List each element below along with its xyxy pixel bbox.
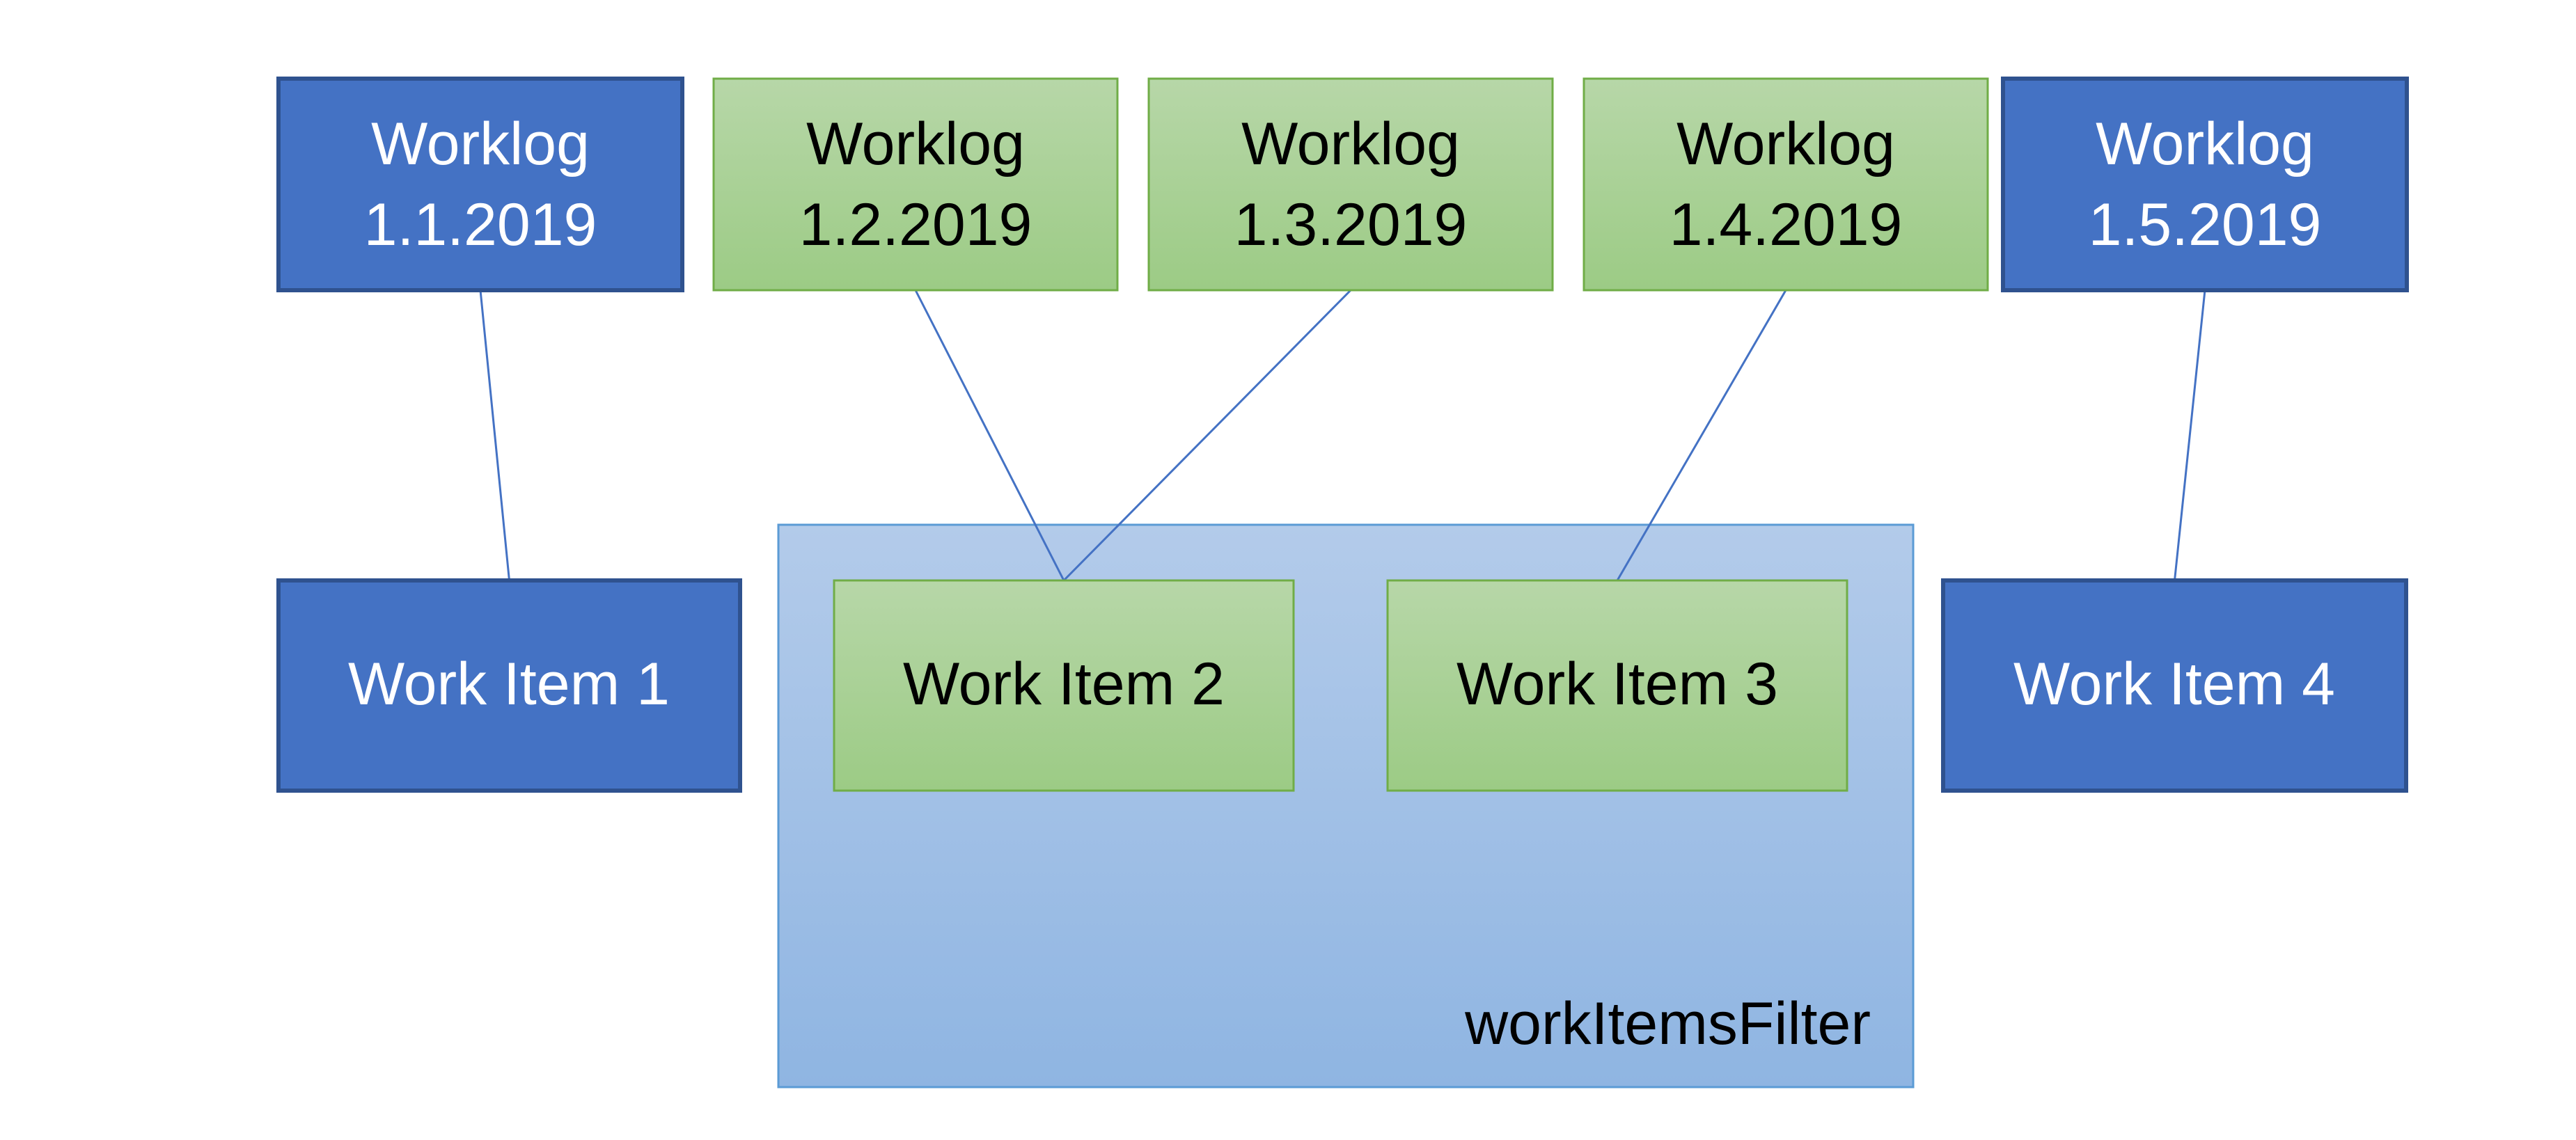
worklog-date: 1.5.2019 xyxy=(2089,191,2322,258)
work-item-label: Work Item 3 xyxy=(1456,651,1778,718)
worklog-date: 1.1.2019 xyxy=(364,191,597,258)
work-item-node: Work Item 1 xyxy=(276,578,742,793)
connector-line xyxy=(1062,289,1352,582)
worklog-date: 1.4.2019 xyxy=(1670,191,1903,258)
worklog-row: Worklog 1.1.2019 Worklog 1.2.2019 Worklo… xyxy=(276,77,2409,292)
work-item-box xyxy=(1941,578,2408,793)
worklog-title: Worklog xyxy=(1676,111,1895,177)
worklog-box xyxy=(1582,77,1989,292)
worklog-box xyxy=(1147,77,1554,292)
worklog-box xyxy=(276,77,684,292)
worklog-title: Worklog xyxy=(371,111,590,177)
work-item-box xyxy=(276,578,742,793)
work-item-label: Work Item 2 xyxy=(903,651,1225,718)
work-items-filter-label: workItemsFilter xyxy=(1464,990,1871,1057)
connector-line xyxy=(2174,290,2206,581)
worklog-title: Worklog xyxy=(2096,111,2314,177)
work-item-node: Work Item 2 xyxy=(833,579,1295,792)
work-item-box xyxy=(1386,579,1848,792)
work-item-row: Work Item 1 Work Item 2 Work Item 3 Work… xyxy=(276,578,2408,793)
worklog-node: Worklog 1.5.2019 xyxy=(2001,77,2409,292)
worklog-node: Worklog 1.3.2019 xyxy=(1147,77,1554,292)
worklog-node: Worklog 1.1.2019 xyxy=(276,77,684,292)
worklog-box xyxy=(712,77,1119,292)
work-item-node: Work Item 4 xyxy=(1941,578,2408,793)
worklog-title: Worklog xyxy=(806,111,1025,177)
work-item-label: Work Item 1 xyxy=(348,651,670,718)
worklog-date: 1.3.2019 xyxy=(1234,191,1468,258)
connector-lines xyxy=(479,289,2206,582)
worklog-date: 1.2.2019 xyxy=(799,191,1032,258)
work-item-node: Work Item 3 xyxy=(1386,579,1848,792)
work-item-label: Work Item 4 xyxy=(2013,651,2335,718)
connector-line xyxy=(479,290,510,581)
worklog-box xyxy=(2001,77,2409,292)
connector-line xyxy=(1616,290,1787,581)
work-item-box xyxy=(833,579,1295,792)
worklog-title: Worklog xyxy=(1241,111,1460,177)
worklog-node: Worklog 1.4.2019 xyxy=(1582,77,1989,292)
worklog-node: Worklog 1.2.2019 xyxy=(712,77,1119,292)
connector-line xyxy=(914,290,1065,581)
